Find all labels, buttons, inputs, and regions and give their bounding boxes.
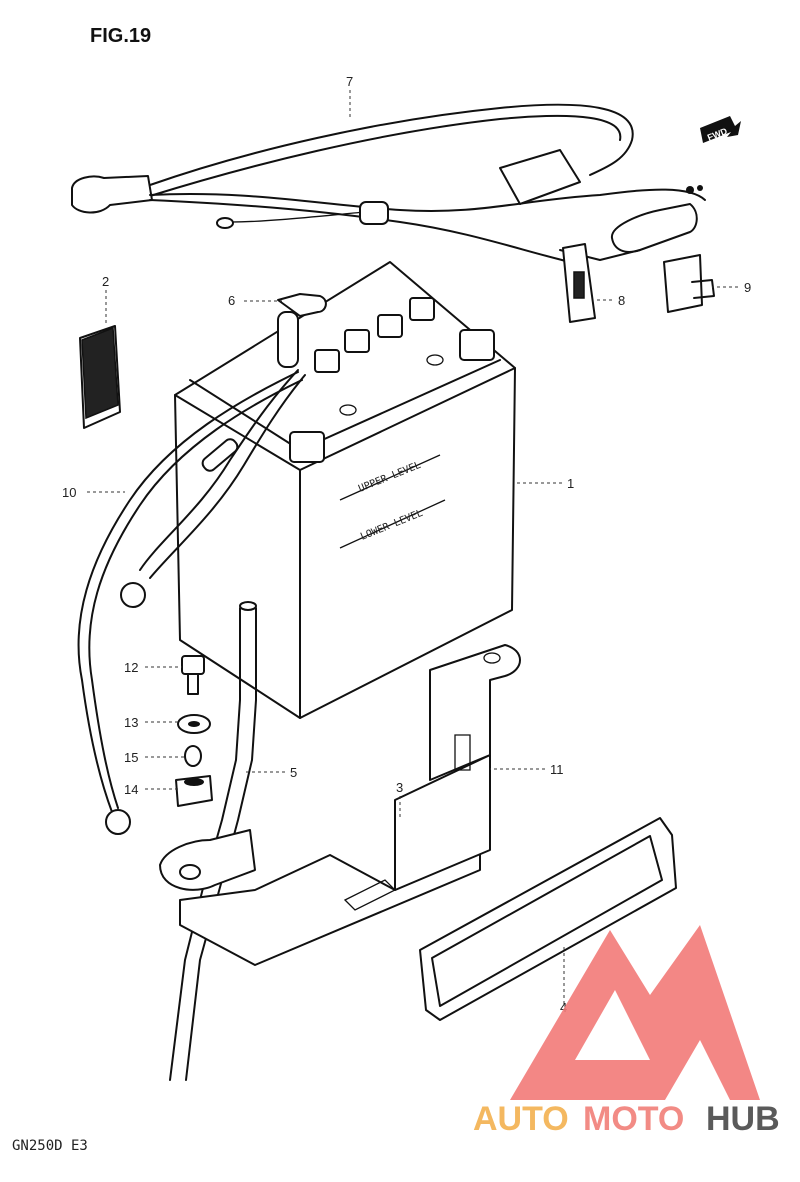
callout-12: 12: [124, 660, 138, 675]
callout-9: 9: [744, 280, 751, 295]
watermark-auto: AUTO: [473, 1100, 569, 1138]
terminal-cap-part-6: [277, 293, 327, 368]
clamp-part-9: [663, 254, 715, 313]
forward-arrow: FWD: [700, 116, 741, 143]
callout-7: 7: [346, 74, 353, 89]
strap-part-4: [419, 817, 677, 1021]
callout-4: 4: [560, 1000, 567, 1015]
washer-part-13: [177, 714, 211, 734]
bracket-part-3: [159, 644, 521, 966]
callout-13: 13: [124, 715, 138, 730]
callout-8: 8: [618, 293, 625, 308]
callout-10: 10: [62, 485, 76, 500]
callout-3: 3: [396, 780, 403, 795]
logo-triangle-icon: [510, 925, 760, 1100]
fuse-holder-part-8: [562, 243, 596, 323]
nut-part-14: [175, 775, 213, 807]
watermark-moto: MOTO: [583, 1100, 684, 1138]
callout-11: 11: [550, 762, 564, 777]
breather-tube-part-5: [169, 601, 257, 1081]
callout-6: 6: [228, 293, 235, 308]
wiring-harness-part-7: [71, 103, 706, 263]
callout-5: 5: [290, 765, 297, 780]
cushion-pad-part-2: [79, 325, 121, 429]
battery-part-1: UPPER LEVEL LOWER LEVEL: [174, 261, 516, 719]
callout-15: 15: [124, 750, 138, 765]
automotohub-logo: [510, 925, 760, 1100]
figure-title: FIG.19: [90, 25, 151, 47]
leader-lines: [87, 90, 738, 1004]
lock-washer-part-15: [184, 745, 202, 767]
callout-1: 1: [567, 476, 574, 491]
callout-2: 2: [102, 274, 109, 289]
cable-part-10: [77, 369, 306, 835]
model-code: GN250D E3: [12, 1138, 88, 1154]
bolt-part-12: [181, 655, 205, 695]
watermark-hub: HUB: [706, 1100, 780, 1138]
callout-14: 14: [124, 782, 138, 797]
